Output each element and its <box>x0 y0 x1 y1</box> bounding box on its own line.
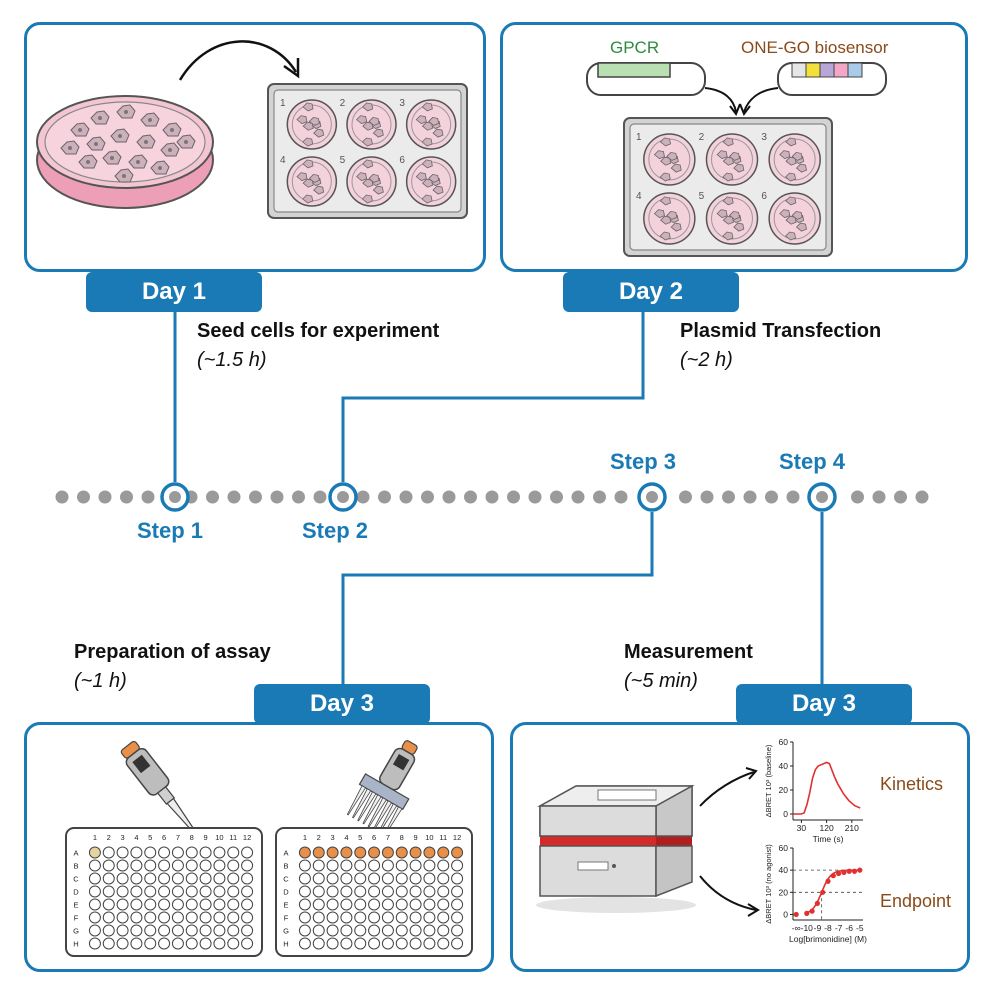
timeline-dot <box>55 490 69 504</box>
timeline-dot <box>700 490 714 504</box>
kinetics-label: Kinetics <box>880 774 944 794</box>
step2-label: Step 2 <box>302 518 369 543</box>
timeline-dot <box>915 490 929 504</box>
connector-lines <box>173 312 824 686</box>
day2-tab[interactable]: Day 2 <box>563 272 739 312</box>
timeline-dot <box>872 490 886 504</box>
timeline-dot <box>313 490 327 504</box>
timeline-dot <box>464 490 477 504</box>
timeline-dot <box>399 490 413 504</box>
day1-tab[interactable]: Day 1 <box>86 272 262 312</box>
timeline-dot <box>141 490 155 504</box>
timeline-dot <box>722 490 735 504</box>
timeline-dot <box>227 490 241 504</box>
timeline-dot <box>77 490 90 504</box>
timeline-dot <box>206 490 219 504</box>
timeline-dot <box>442 490 456 504</box>
biosensor-label: ONE-GO biosensor <box>741 38 889 57</box>
day3-prep-duration: (~1 h) <box>74 670 127 692</box>
step2-marker-core <box>337 491 349 503</box>
gpcr-label: GPCR <box>610 38 660 57</box>
day3-measure-tab[interactable]: Day 3 <box>736 684 912 724</box>
day1-title: Seed cells for experiment <box>197 320 440 342</box>
timeline-dot <box>270 490 284 504</box>
timeline-dot <box>593 490 606 504</box>
day3-measure-duration: (~5 min) <box>624 670 698 692</box>
timeline-dot <box>378 490 391 504</box>
step1-label: Step 1 <box>137 518 204 543</box>
timeline-dot <box>550 490 563 504</box>
step3-marker-core <box>646 491 658 503</box>
timeline-dot <box>528 490 542 504</box>
day3-prep-title: Preparation of assay <box>74 641 271 663</box>
step1-marker-core <box>169 491 181 503</box>
step4-label: Step 4 <box>779 449 846 474</box>
connector-step2 <box>341 312 645 482</box>
timeline-dot <box>292 490 305 504</box>
day1-duration: (~1.5 h) <box>197 349 267 371</box>
connector-step3 <box>341 512 654 686</box>
day2-duration: (~2 h) <box>680 349 733 371</box>
day2-title: Plasmid Transfection <box>680 320 882 342</box>
timeline-dot <box>571 490 585 504</box>
day3-measure-title: Measurement <box>624 641 753 663</box>
timeline-dot <box>679 490 692 504</box>
timeline-dot <box>765 490 778 504</box>
timeline-dot <box>98 490 112 504</box>
timeline-dot <box>786 490 800 504</box>
step3-label: Step 3 <box>610 449 677 474</box>
timeline-dot <box>851 490 864 504</box>
timeline-dot <box>356 490 370 504</box>
day1-panel <box>24 22 486 272</box>
timeline-dot <box>894 490 907 504</box>
step4-marker-core <box>816 491 828 503</box>
day3-prep-tab[interactable]: Day 3 <box>254 684 430 724</box>
timeline-dot <box>421 490 434 504</box>
timeline-dot <box>249 490 262 504</box>
timeline-dot <box>485 490 499 504</box>
endpoint-label: Endpoint <box>880 891 952 911</box>
timeline-dot <box>120 490 133 504</box>
day2-panel <box>500 22 968 272</box>
timeline-dot <box>507 490 520 504</box>
day3-prep-panel <box>24 722 494 972</box>
timeline-dots <box>55 490 929 504</box>
timeline-dot <box>614 490 628 504</box>
timeline-dot <box>743 490 757 504</box>
day3-measure-panel <box>510 722 970 972</box>
